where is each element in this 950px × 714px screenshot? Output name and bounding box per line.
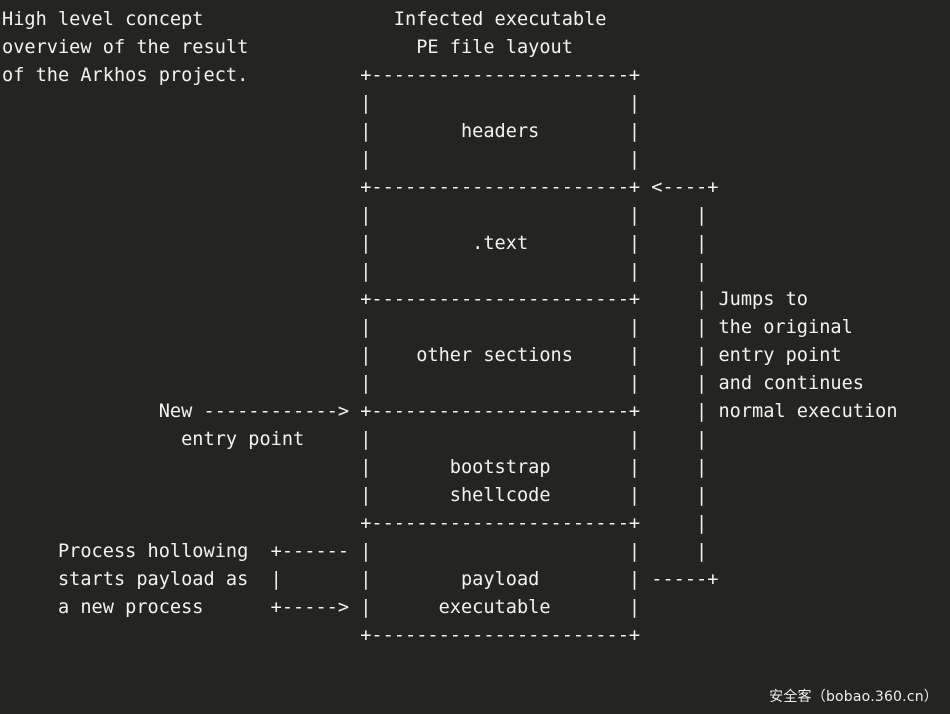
watermark: 安全客（bobao.360.cn）: [769, 689, 938, 705]
ascii-art-diagram: High level concept Infected executable o…: [2, 9, 898, 646]
